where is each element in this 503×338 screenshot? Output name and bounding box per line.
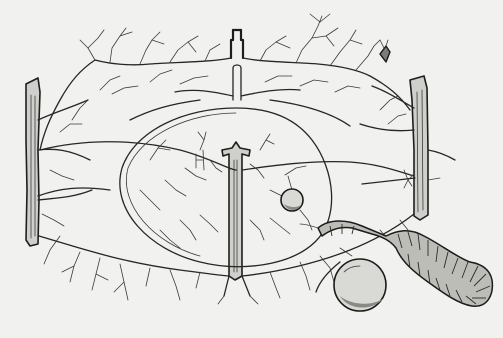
left-vessel [26,78,92,246]
top-central-vessel [95,30,370,100]
small-sphere [281,176,303,211]
large-sphere [316,259,386,311]
central-cross-vessel [222,142,250,296]
coiled-tube [300,221,492,306]
oval-loop [120,108,332,267]
